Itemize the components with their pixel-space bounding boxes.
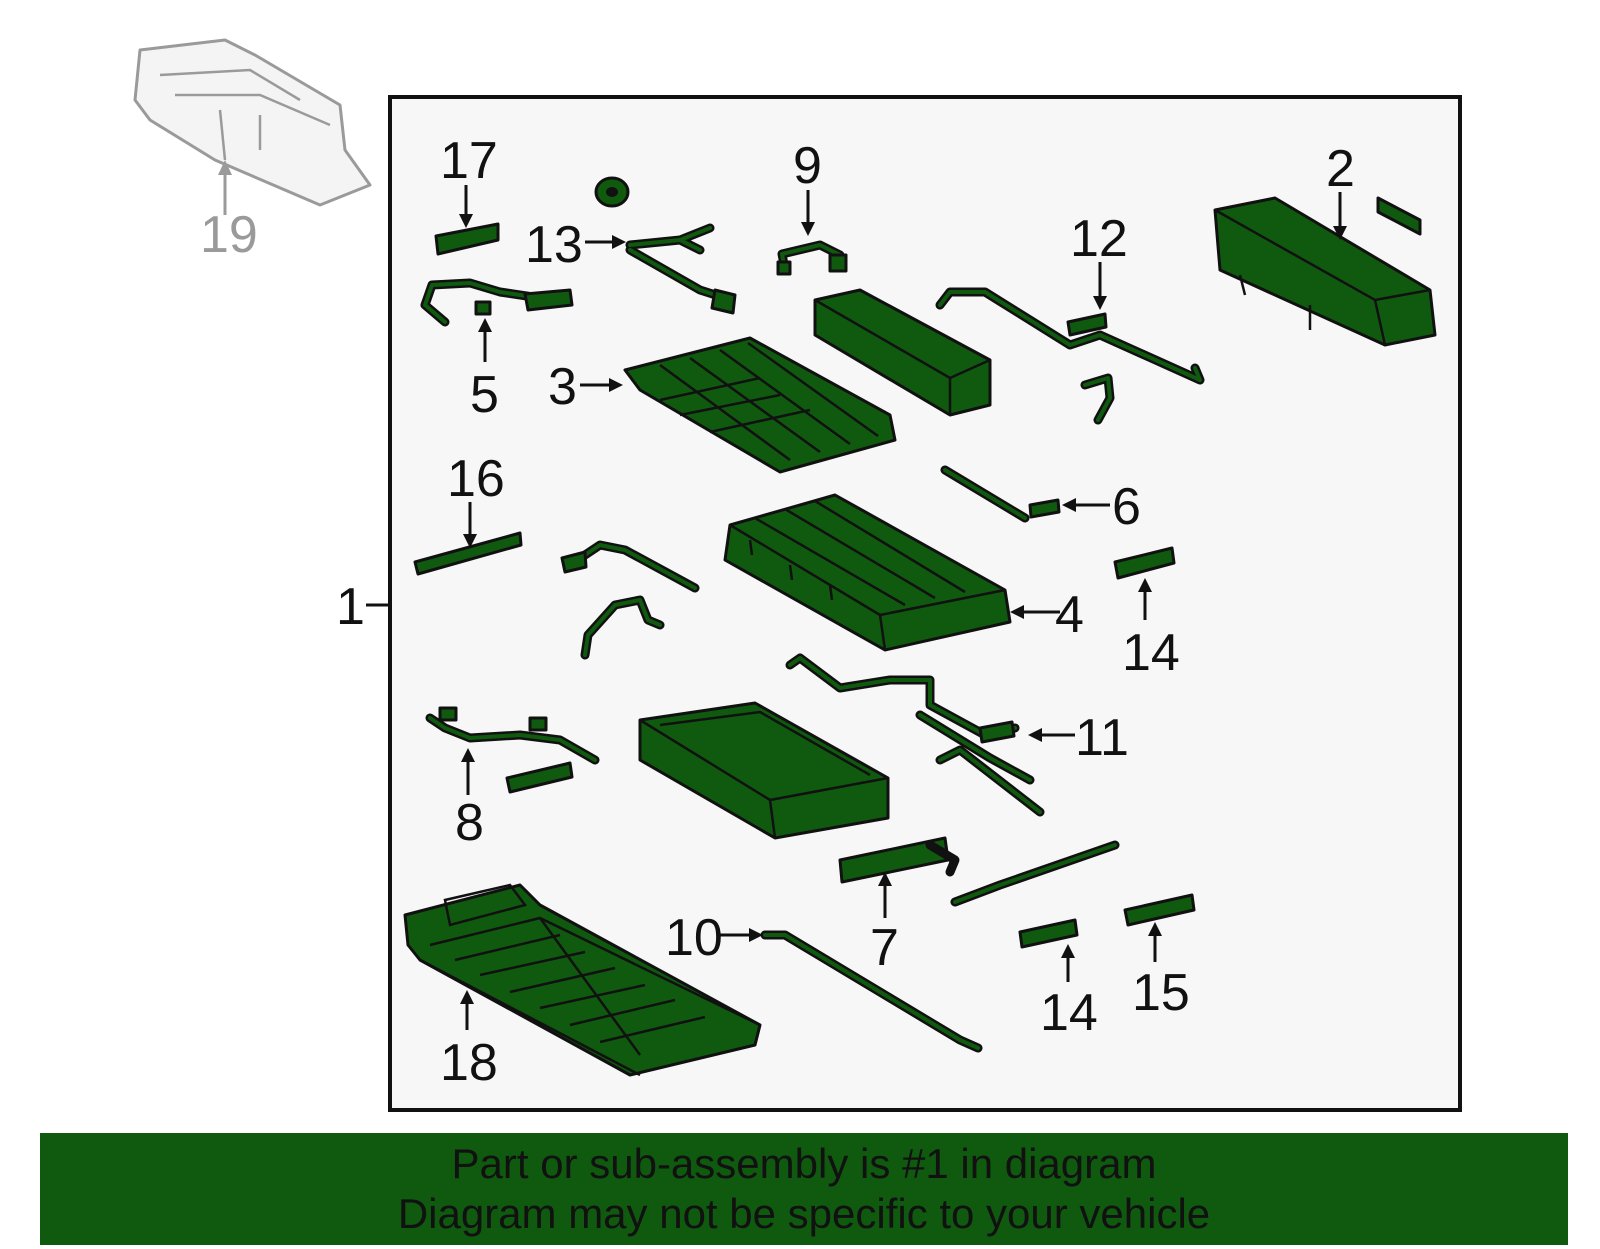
callout-17: 17 (440, 132, 498, 190)
callout-15: 15 (1132, 964, 1190, 1022)
part-14-clip-upper (1113, 546, 1176, 620)
callout-14-upper: 14 (1122, 624, 1180, 682)
part-19-reference-bracket (133, 38, 372, 215)
part-13-grommet (594, 176, 630, 208)
callout-10: 10 (665, 909, 723, 967)
part-8-wire-harness (425, 706, 600, 795)
notice-line-2: Diagram may not be specific to your vehi… (397, 1190, 1211, 1237)
callout-12: 12 (1070, 210, 1128, 268)
callout-4: 4 (1055, 586, 1084, 644)
part-15-clip (1123, 893, 1196, 962)
battery-ecu-box (813, 288, 992, 417)
part-10-cable (720, 928, 983, 1053)
part-4-battery-module (723, 493, 1060, 652)
part-11-wire-harness (785, 653, 1075, 817)
callout-14-lower: 14 (1040, 984, 1098, 1042)
busbar-wire-upper (560, 540, 700, 593)
callout-18: 18 (440, 1034, 498, 1092)
callout-9: 9 (793, 137, 822, 195)
callout-1: 1 (336, 578, 365, 636)
part-13-wire-harness (585, 223, 737, 315)
callout-7: 7 (870, 919, 899, 977)
callout-2: 2 (1326, 140, 1355, 198)
callout-11: 11 (1075, 709, 1129, 767)
part-12-wire-harness (935, 262, 1205, 425)
air-duct-rod (950, 840, 1120, 907)
part-7-duct (838, 836, 960, 918)
callout-13: 13 (525, 216, 583, 274)
battery-case (638, 701, 890, 840)
part-3-tray (580, 336, 897, 474)
part-18-lower-tray (403, 883, 762, 1077)
callout-3: 3 (548, 358, 577, 416)
part-17-clip (434, 185, 500, 256)
part-5-wire-harness (420, 278, 574, 362)
part-2-cover (1213, 192, 1437, 347)
part-16-clip (413, 502, 523, 576)
part-6-sensor (940, 465, 1110, 523)
busbar-wire-lower (580, 595, 665, 660)
callout-16: 16 (447, 450, 505, 508)
part-9-wire (776, 190, 848, 276)
notice-line-1: Part or sub-assembly is #1 in diagram (451, 1140, 1157, 1187)
part-14-clip-lower (1018, 918, 1079, 982)
notice-banner: Part or sub-assembly is #1 in diagram Di… (40, 1133, 1568, 1245)
callout-19: 19 (200, 206, 258, 264)
callout-5: 5 (470, 366, 499, 424)
callout-8: 8 (455, 794, 484, 852)
callout-6: 6 (1112, 478, 1141, 536)
